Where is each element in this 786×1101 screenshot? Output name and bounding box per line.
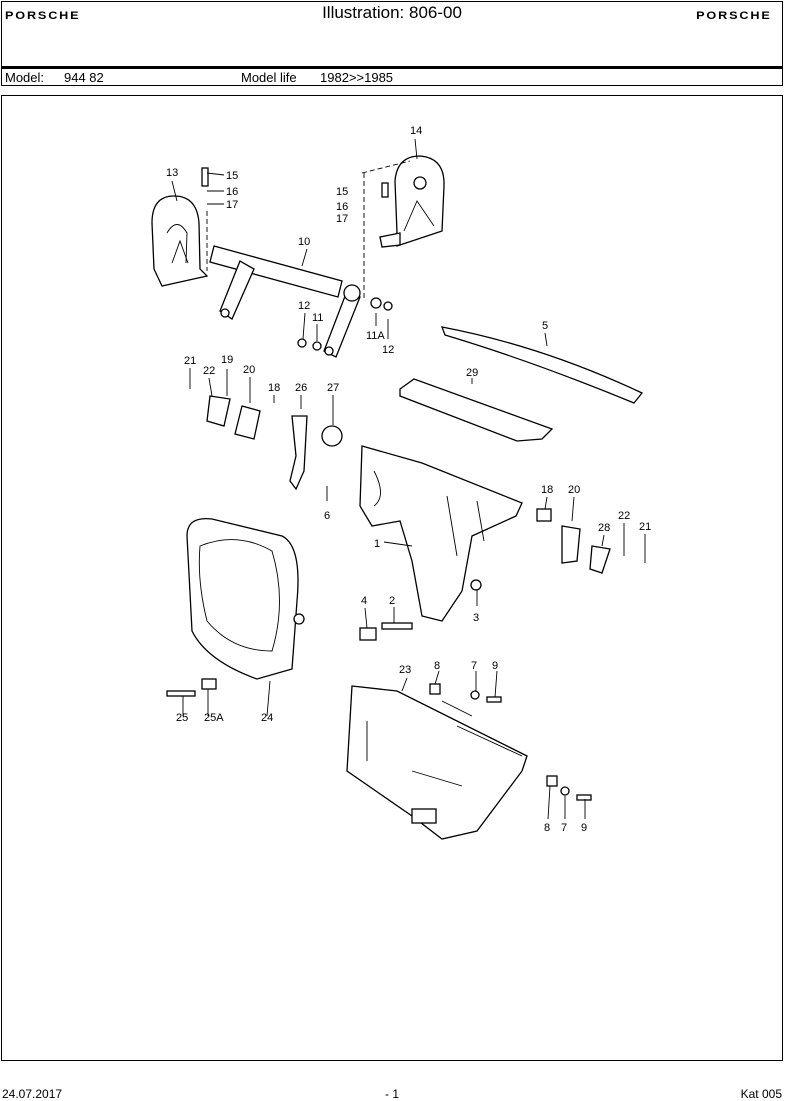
part-11-washer [312, 341, 322, 351]
callout-7-lower: 7 [561, 822, 567, 834]
callout-21-left: 21 [184, 355, 196, 367]
callout-22-right: 22 [618, 510, 630, 522]
part-11a-washer [370, 297, 382, 309]
part-20-plate-right [561, 525, 581, 564]
callout-17-left: 17 [226, 199, 238, 211]
callout-17-right: 17 [336, 213, 348, 225]
part-8-nut-upper [429, 683, 441, 695]
callout-10: 10 [298, 236, 310, 248]
callout-15-right: 15 [336, 186, 348, 198]
model-life-value: 1982>>1985 [320, 70, 394, 85]
callout-22-left: 22 [203, 365, 215, 377]
page-header: PORSCHE Illustration: 806-00 PORSCHE [1, 1, 783, 67]
part-28-plate [589, 545, 611, 574]
callout-20-left: 20 [243, 364, 255, 376]
callout-5: 5 [542, 320, 548, 332]
footer-catalog: Kat 005 [740, 1087, 782, 1101]
model-bar: Model: 944 82 Model life 1982>>1985 [1, 67, 783, 86]
callout-11: 11 [312, 312, 323, 324]
callout-6: 6 [324, 510, 330, 522]
callout-21-right: 21 [639, 521, 651, 533]
part-20-plate [234, 405, 261, 440]
callout-18-right: 18 [541, 484, 553, 496]
callout-25a: 25A [204, 712, 224, 724]
part-5-rail [440, 326, 644, 404]
porsche-logo-right: PORSCHE [696, 10, 772, 22]
exploded-parts-diagram: 13 15 16 17 14 15 16 17 10 12 12 11 11A … [151, 125, 651, 840]
part-9-screw-upper [486, 696, 502, 703]
callout-9-lower: 9 [581, 822, 587, 834]
callout-25: 25 [176, 712, 188, 724]
callout-1: 1 [374, 538, 380, 550]
callout-8-upper: 8 [434, 660, 440, 672]
part-8-nut-lower [546, 775, 558, 787]
part-9-screw-lower [576, 794, 592, 801]
callout-29: 29 [466, 367, 478, 379]
callout-3: 3 [473, 612, 479, 624]
footer-date: 24.07.2017 [2, 1087, 63, 1101]
callout-26: 26 [295, 382, 307, 394]
callout-16-left: 16 [226, 186, 238, 198]
callout-27: 27 [327, 382, 339, 394]
callout-15-left: 15 [226, 170, 238, 182]
callout-7-upper: 7 [471, 660, 477, 672]
footer-page: - 1 [385, 1087, 400, 1101]
part-25a-spacer [201, 678, 217, 690]
part-25-screw [166, 690, 196, 697]
callout-12-a: 12 [298, 300, 310, 312]
part-2-bolt [381, 622, 413, 630]
callout-13: 13 [166, 167, 178, 179]
part-24-ring-frame [186, 517, 305, 680]
callout-12-b: 12 [382, 344, 394, 356]
part-23-lower-cover [346, 685, 528, 840]
callout-28: 28 [598, 522, 610, 534]
part-12-clip-right [383, 301, 393, 311]
callout-20-right: 20 [568, 484, 580, 496]
callout-8-lower: 8 [544, 822, 550, 834]
callout-19: 19 [221, 354, 233, 366]
part-7-washer-lower [560, 786, 570, 796]
callout-18-left: 18 [268, 382, 280, 394]
callout-14: 14 [410, 125, 422, 137]
callout-2: 2 [389, 595, 395, 607]
model-label: Model: [5, 70, 45, 85]
part-14-bracket [379, 155, 445, 248]
part-15-bolt-right [381, 182, 389, 198]
porsche-logo-left: PORSCHE [5, 10, 81, 22]
part-27-spring [321, 425, 343, 447]
illustration-title: Illustration: 806-00 [322, 3, 462, 22]
model-value: 944 82 [64, 70, 104, 85]
callout-24-frame: 24 [261, 712, 273, 724]
callout-16-right: 16 [336, 201, 348, 213]
part-1-pedal-bracket [359, 445, 523, 622]
illustration-frame: 13 15 16 17 14 15 16 17 10 12 12 11 11A … [1, 95, 783, 1061]
part-15-bolt-left [201, 167, 209, 187]
part-10-shaft [209, 245, 361, 358]
part-19-plate [206, 395, 231, 427]
callout-9-upper: 9 [492, 660, 498, 672]
model-life-label: Model life [241, 70, 297, 85]
part-4-bushing [359, 627, 377, 641]
part-26-lever [289, 415, 308, 491]
part-29-channel [399, 378, 554, 442]
callout-23: 23 [399, 664, 411, 676]
callout-11a: 11A [366, 330, 385, 342]
part-12-clip-left [297, 338, 307, 348]
callout-4: 4 [361, 595, 367, 607]
part-18-bushing-right [536, 508, 552, 522]
part-13-bracket [151, 195, 209, 287]
part-7-washer-upper [470, 690, 480, 700]
